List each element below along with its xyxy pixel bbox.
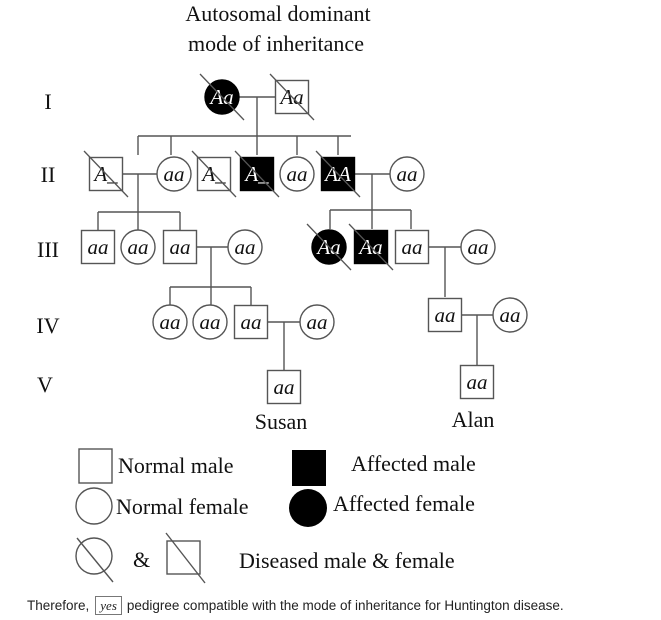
legend-affected-male-icon	[292, 450, 326, 486]
genotype-label: aa	[164, 162, 185, 186]
normal-female-symbol	[460, 229, 496, 265]
deceased-slash	[269, 73, 315, 121]
deceased-slash	[83, 150, 129, 198]
deceased-slash	[234, 150, 280, 198]
genotype-label: aa	[307, 310, 328, 334]
individual-III-1: aa	[80, 229, 116, 265]
individual-II-1: A_	[83, 150, 129, 198]
generation-label-V: V	[37, 372, 53, 397]
individual-II-3: A_	[191, 150, 237, 198]
normal-male-symbol	[162, 229, 198, 265]
name-label-susan: Susan	[255, 409, 308, 434]
genotype-label: aa	[287, 162, 308, 186]
individual-IV-4: aa	[299, 304, 335, 340]
individual-V-1: aa	[266, 369, 302, 405]
individual-III-8: aa	[460, 229, 496, 265]
name-label-alan: Alan	[452, 407, 495, 432]
genotype-label: aa	[128, 235, 149, 259]
legend-deceased-female-icon	[75, 537, 114, 583]
individual-III-2: aa	[120, 229, 156, 265]
generation-label-I: I	[44, 89, 51, 114]
genotype-label: aa	[402, 235, 423, 259]
legend-ampersand: &	[133, 547, 150, 572]
normal-male-symbol	[394, 229, 430, 265]
genotype-label: aa	[467, 370, 488, 394]
individual-IV-2: aa	[192, 304, 228, 340]
individual-I-1: Aa	[199, 73, 245, 121]
normal-male-symbol	[266, 369, 302, 405]
normal-female-symbol	[279, 156, 315, 192]
legend-normal-male-label: Normal male	[118, 453, 233, 478]
legend-deceased-male-icon	[165, 532, 206, 584]
title-line-2: mode of inheritance	[188, 31, 364, 56]
genotype-label: aa	[397, 162, 418, 186]
genotype-label: aa	[200, 310, 221, 334]
individual-III-6: Aa	[348, 223, 394, 271]
individual-IV-6: aa	[492, 297, 528, 333]
deceased-slash	[306, 223, 352, 271]
individual-II-7: aa	[389, 156, 425, 192]
individual-III-7: aa	[394, 229, 430, 265]
legend: Normal male Affected male Normal female …	[75, 448, 476, 584]
pedigree-individuals: AaAaA_aaA_A_aaAAaaaaaaaaaaAaAaaaaaaaaaaa…	[80, 73, 528, 405]
genotype-label: aa	[160, 310, 181, 334]
genotype-label: aa	[88, 235, 109, 259]
deceased-slash	[348, 223, 394, 271]
generation-label-IV: IV	[36, 313, 59, 338]
individual-III-5: Aa	[306, 223, 352, 271]
genotype-label: aa	[435, 303, 456, 327]
normal-male-symbol	[80, 229, 116, 265]
individual-I-2: Aa	[269, 73, 315, 121]
normal-male-symbol	[459, 364, 495, 400]
deceased-slash	[315, 150, 361, 198]
legend-deceased-label: Diseased male & female	[239, 548, 455, 573]
legend-affected-female-icon	[289, 489, 327, 527]
legend-affected-female-label: Affected female	[333, 491, 475, 516]
individual-III-4: aa	[227, 229, 263, 265]
individual-II-4: A_	[234, 150, 280, 198]
normal-female-symbol	[152, 304, 188, 340]
genotype-label: aa	[274, 375, 295, 399]
normal-female-symbol	[120, 229, 156, 265]
individual-II-2: aa	[156, 156, 192, 192]
legend-normal-female-icon	[75, 487, 113, 525]
normal-male-symbol	[233, 304, 269, 340]
genotype-label: aa	[235, 235, 256, 259]
generation-label-II: II	[41, 162, 56, 187]
normal-female-symbol	[492, 297, 528, 333]
individual-II-6: AA	[315, 150, 361, 198]
individual-III-3: aa	[162, 229, 198, 265]
normal-female-symbol	[299, 304, 335, 340]
legend-normal-male-icon	[78, 448, 113, 484]
conclusion-sentence: Therefore, yes pedigree compatible with th…	[27, 596, 564, 615]
conclusion-prefix: Therefore,	[27, 598, 90, 613]
pedigree-connector-lines	[97, 96, 494, 370]
generation-label-III: III	[37, 237, 59, 262]
individual-IV-1: aa	[152, 304, 188, 340]
genotype-label: aa	[500, 303, 521, 327]
genotype-label: aa	[241, 310, 262, 334]
pedigree-chart: Autosomal dominant mode of inheritance I…	[36, 1, 528, 584]
normal-female-symbol	[192, 304, 228, 340]
individual-IV-5: aa	[427, 297, 463, 333]
genotype-label: aa	[170, 235, 191, 259]
individual-IV-3: aa	[233, 304, 269, 340]
individual-V-2: aa	[459, 364, 495, 400]
answer-dropdown[interactable]: yes	[95, 596, 122, 615]
conclusion-suffix: pedigree compatible with the mode of inh…	[126, 598, 564, 613]
title-line-1: Autosomal dominant	[185, 1, 370, 26]
deceased-slash	[199, 73, 245, 121]
legend-normal-female-label: Normal female	[116, 494, 249, 519]
legend-affected-male-label: Affected male	[351, 451, 476, 476]
deceased-slash	[191, 150, 237, 198]
normal-male-symbol	[427, 297, 463, 333]
genotype-label: aa	[468, 235, 489, 259]
normal-female-symbol	[156, 156, 192, 192]
normal-female-symbol	[389, 156, 425, 192]
individual-II-5: aa	[279, 156, 315, 192]
normal-female-symbol	[227, 229, 263, 265]
